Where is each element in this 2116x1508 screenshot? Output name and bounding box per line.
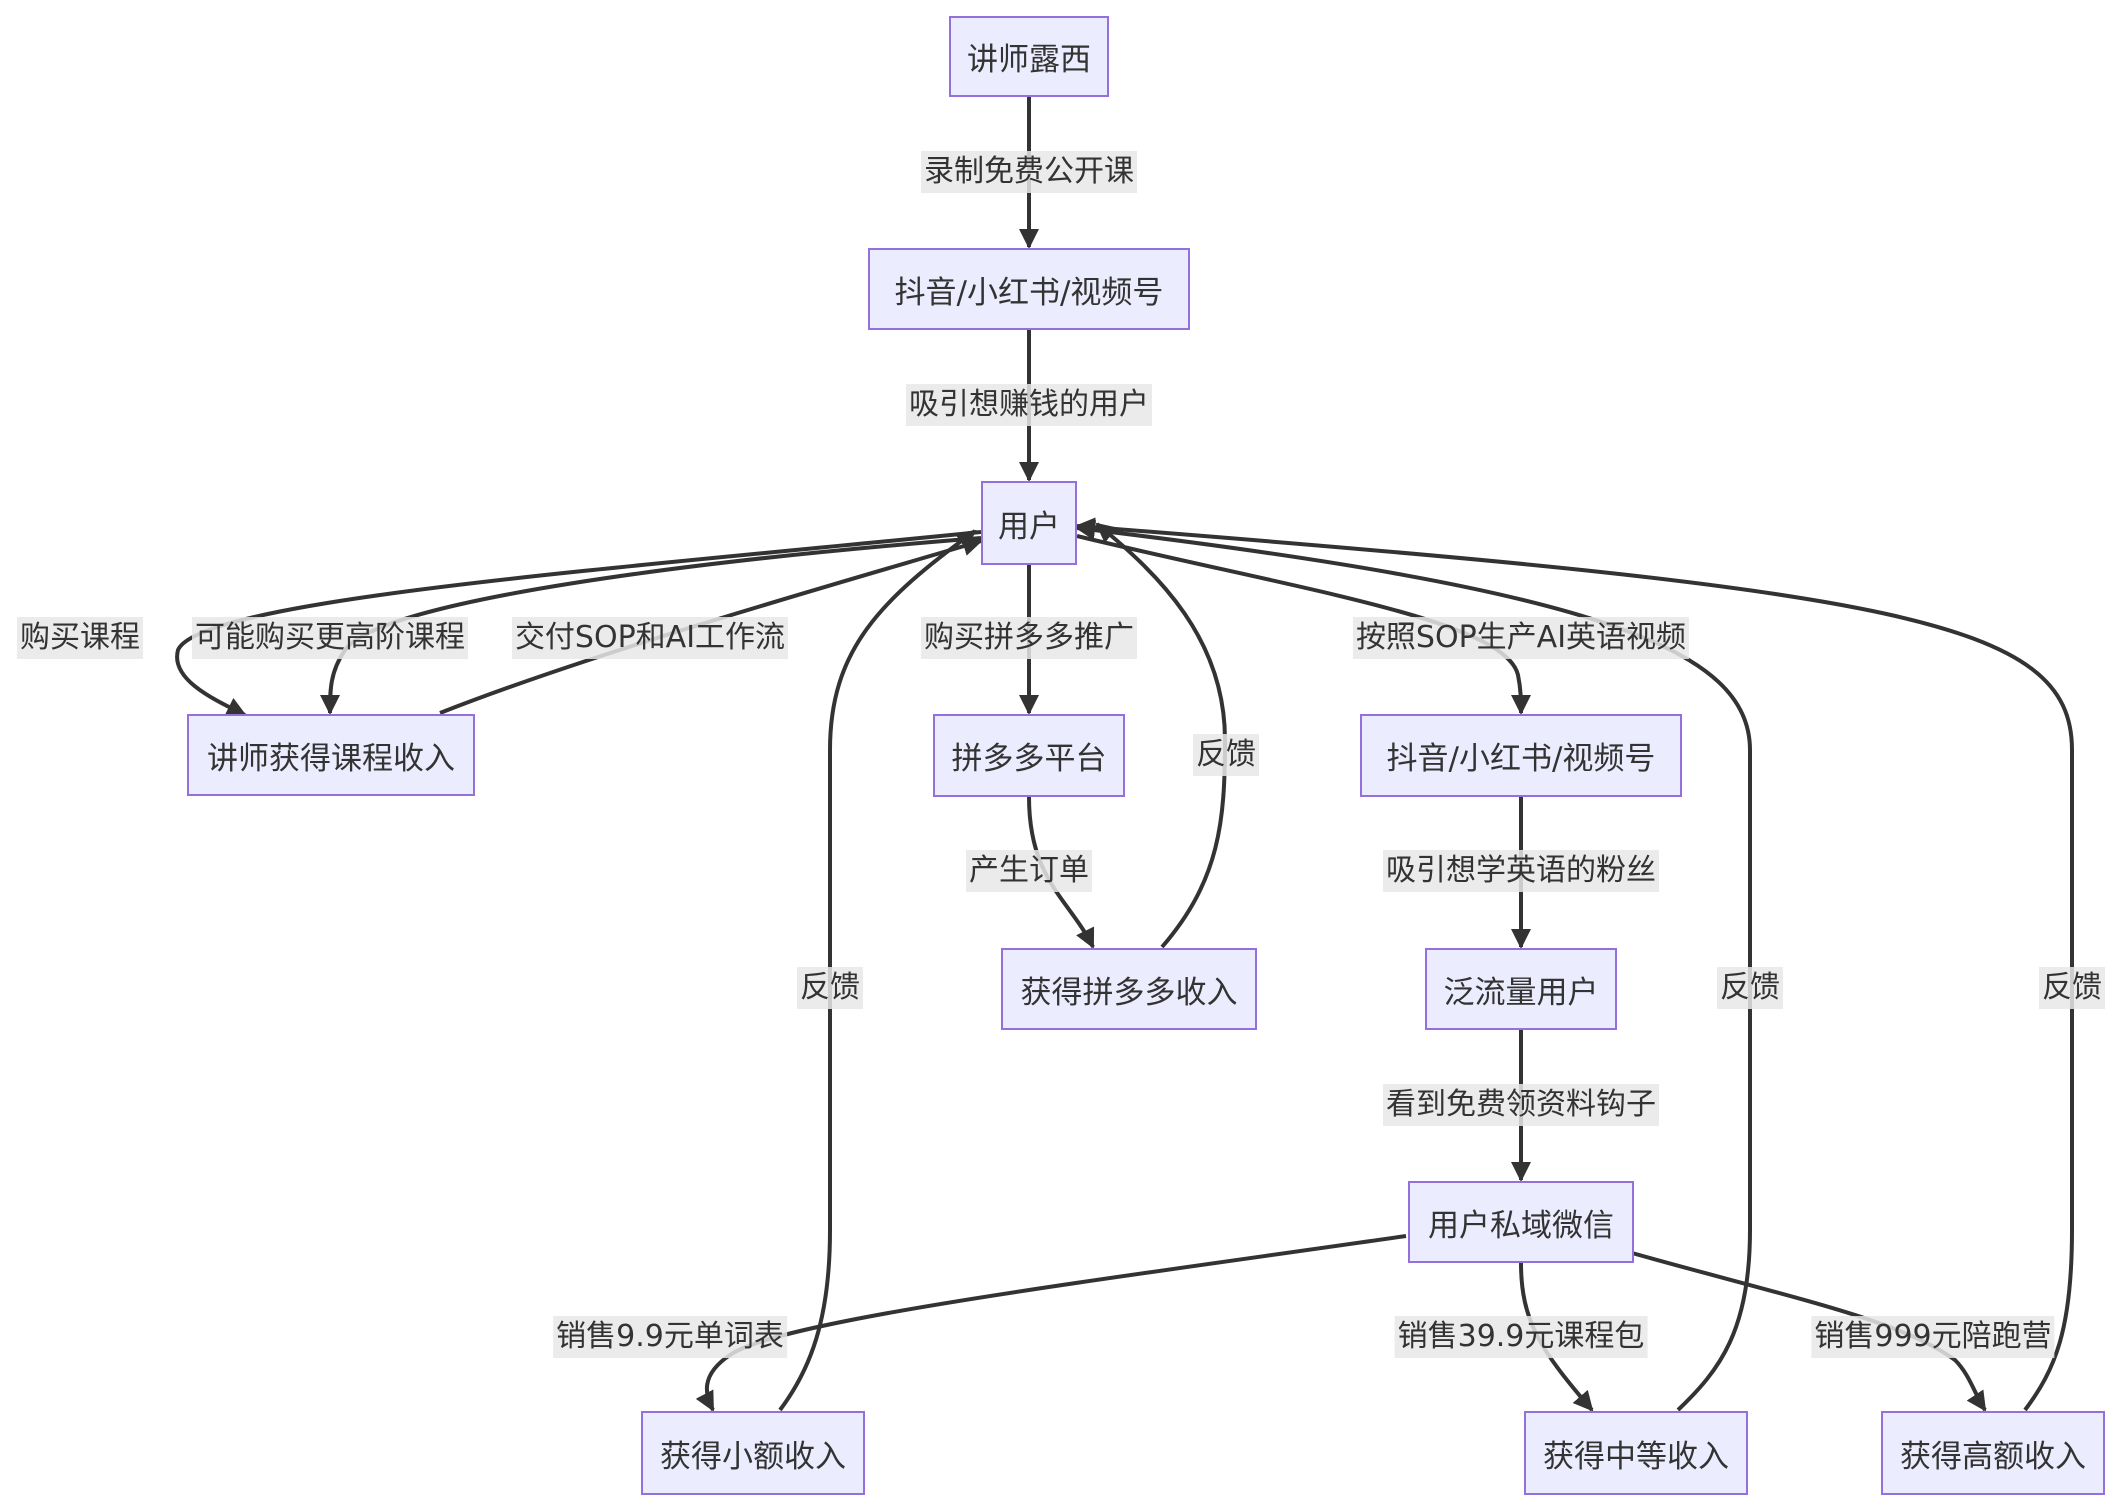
label-produce-video: 按照SOP生产AI英语视频 [1352, 617, 1690, 659]
node-pdd-platform: 拼多多平台 [933, 714, 1125, 797]
label-sell-small: 销售9.9元单词表 [553, 1316, 787, 1358]
edge-feedback-small [778, 529, 977, 1412]
label-deliver-sop: 交付SOP和AI工作流 [511, 617, 789, 659]
node-private-wechat: 用户私域微信 [1408, 1181, 1634, 1263]
edge-sell-small [695, 1234, 1407, 1412]
edge-feedback-high [1075, 517, 2075, 1412]
label-produce-order: 产生订单 [966, 850, 1092, 892]
label-attract-english: 吸引想学英语的粉丝 [1383, 850, 1659, 892]
edge-buy-course [175, 530, 982, 717]
node-medium-income: 获得中等收入 [1524, 1411, 1748, 1495]
edge-buy-advanced [320, 536, 982, 715]
node-platform-1: 抖音/小红书/视频号 [868, 248, 1190, 330]
edge-feedback-medium [1075, 520, 1753, 1412]
label-record-course: 录制免费公开课 [921, 151, 1137, 193]
label-buy-course: 购买课程 [17, 617, 143, 659]
label-see-hook: 看到免费领资料钩子 [1383, 1084, 1659, 1126]
node-lecturer-income: 讲师获得课程收入 [187, 714, 475, 796]
label-feedback-pdd: 反馈 [1193, 734, 1259, 776]
node-high-income: 获得高额收入 [1881, 1411, 2105, 1495]
node-platform-2: 抖音/小红书/视频号 [1360, 714, 1682, 797]
node-lecturer: 讲师露西 [949, 16, 1109, 97]
node-pdd-income: 获得拼多多收入 [1001, 948, 1257, 1030]
label-buy-pdd: 购买拼多多推广 [921, 617, 1137, 659]
node-traffic-users: 泛流量用户 [1425, 948, 1617, 1030]
label-feedback-medium: 反馈 [1717, 967, 1783, 1009]
label-sell-high: 销售999元陪跑营 [1811, 1316, 2055, 1358]
label-feedback-small: 反馈 [797, 967, 863, 1009]
node-small-income: 获得小额收入 [641, 1411, 865, 1495]
label-sell-medium: 销售39.9元课程包 [1394, 1316, 1648, 1358]
node-user: 用户 [981, 481, 1077, 565]
label-buy-advanced: 可能购买更高阶课程 [192, 617, 468, 659]
label-attract-money: 吸引想赚钱的用户 [906, 384, 1152, 426]
label-feedback-high: 反馈 [2039, 967, 2105, 1009]
